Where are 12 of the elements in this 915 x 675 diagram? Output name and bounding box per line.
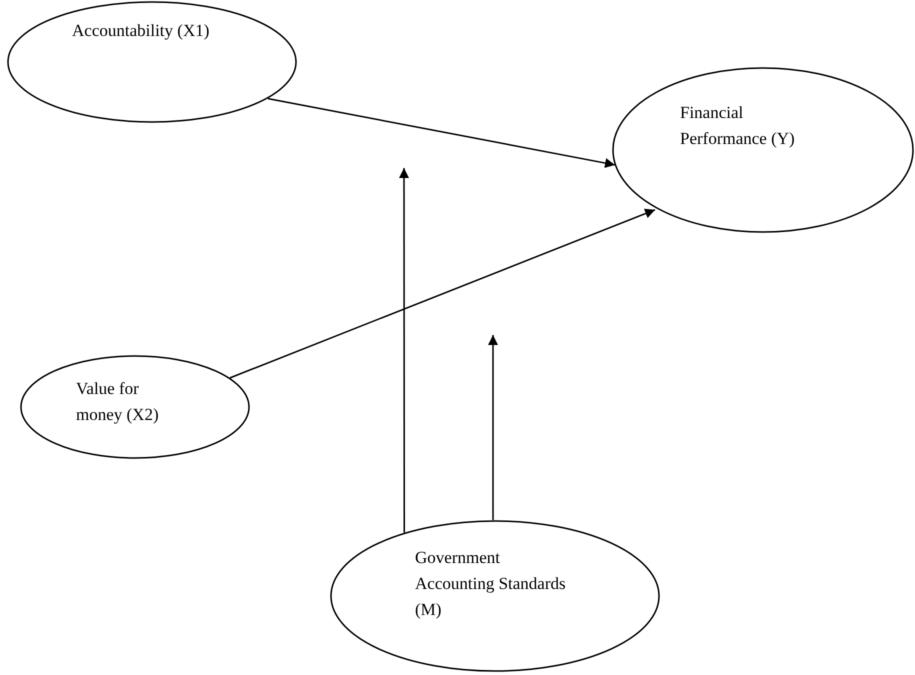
- construct-ellipse: [20, 355, 250, 459]
- construct-label: Financial Performance (Y): [680, 102, 796, 150]
- arrow: [268, 98, 616, 168]
- construct-label: Accountability (X1): [72, 20, 210, 42]
- arrow: [488, 335, 498, 520]
- construct-label: Government Accounting Standards (M): [415, 547, 567, 621]
- construct-label: Value for money (X2): [76, 378, 160, 426]
- construct-ellipse: [7, 1, 297, 123]
- construct-ellipse: [612, 67, 914, 233]
- arrow: [230, 208, 656, 379]
- arrow: [399, 168, 409, 533]
- construct-ellipse: [330, 520, 660, 672]
